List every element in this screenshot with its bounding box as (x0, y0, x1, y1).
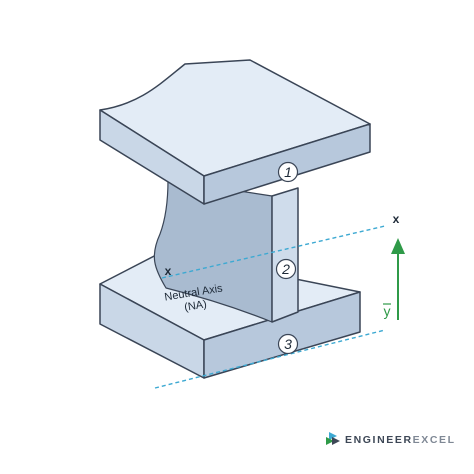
bottom-flange-front-face (203, 291, 361, 379)
web (153, 179, 299, 323)
base-reference-line (154, 329, 386, 389)
reference-lines (154, 225, 386, 389)
logo-mark-icon (326, 432, 340, 445)
web-front-face (271, 187, 299, 323)
y-bar-label: y (383, 303, 391, 319)
y-bar-text: y (384, 303, 391, 319)
part-marker-2: 2 (275, 258, 297, 280)
brand-name-part2: EXCEL (413, 434, 456, 446)
top-flange-top-face (99, 59, 371, 177)
part-marker-3: 3 (277, 333, 299, 355)
top-flange (99, 59, 371, 205)
web-side-face (153, 179, 273, 323)
engineer-excel-logo: ENGINEEREXCEL (326, 432, 456, 446)
neutral-axis-line (161, 225, 386, 279)
arrow-head (391, 238, 405, 254)
part-3-label: 3 (284, 336, 292, 352)
part-2-label: 2 (281, 261, 290, 277)
brand-name-part1: ENGINEER (345, 434, 413, 446)
x-axis-label-left: x (165, 264, 172, 278)
neutral-axis-abbrev: (NA) (183, 298, 207, 313)
part-marker-1: 1 (277, 161, 299, 183)
svg-text:ENGINEEREXCEL: ENGINEEREXCEL (345, 434, 456, 446)
x-axis-label-right: x (393, 212, 400, 226)
part-1-label: 1 (284, 164, 292, 180)
y-bar-arrow (391, 238, 405, 320)
